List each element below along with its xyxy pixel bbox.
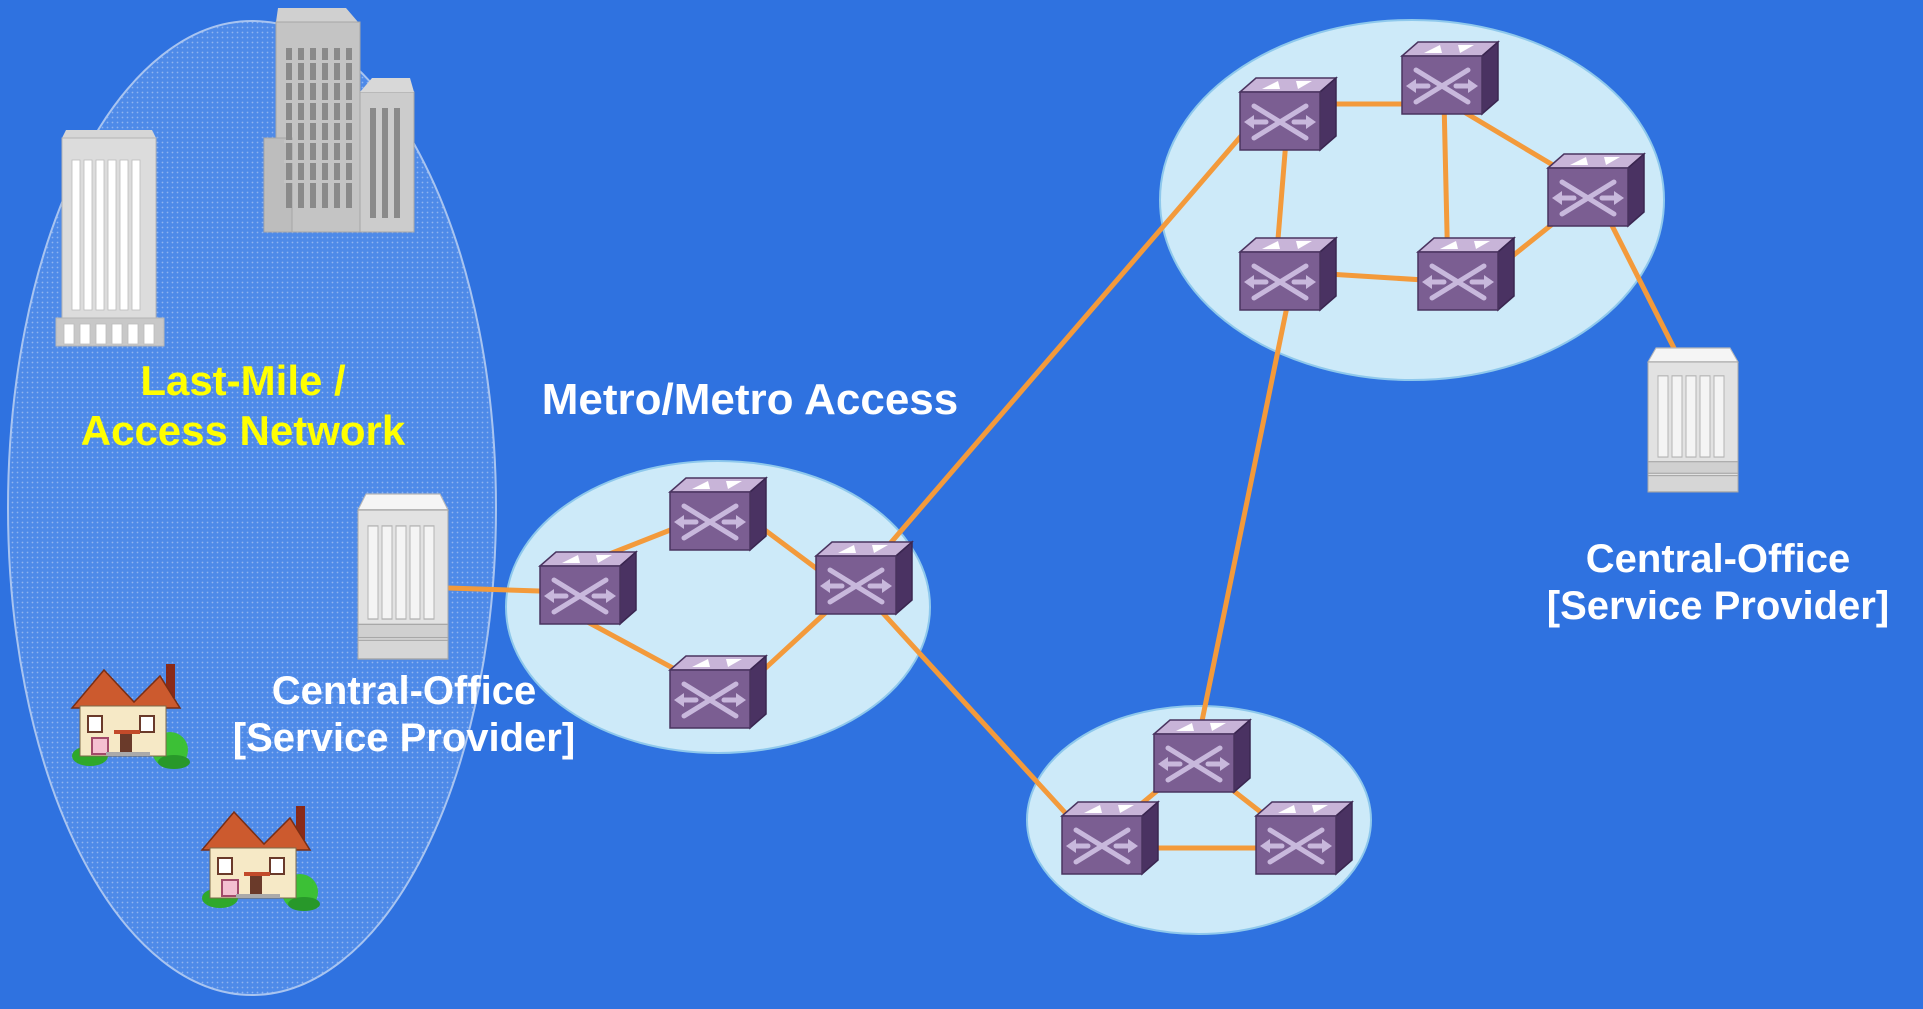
access-network-label: Last-Mile / Access Network	[40, 356, 446, 455]
access-label-line-2: Access Network	[80, 406, 406, 454]
co-left-line-2: [Service Provider]	[232, 716, 576, 761]
optical-switch-icon	[1418, 238, 1514, 310]
optical-switch-icon	[670, 656, 766, 728]
optical-switch-icon	[1240, 78, 1336, 150]
central-office-label-right: Central-Office [Service Provider]	[1520, 536, 1916, 630]
central-office-label-left: Central-Office [Service Provider]	[206, 668, 602, 762]
access-label-line-1: Last-Mile /	[140, 357, 346, 404]
optical-switch-icon	[816, 542, 912, 614]
optical-switch-icon	[540, 552, 636, 624]
central-office-rack-icon	[1647, 347, 1739, 493]
optical-switch-icon	[1548, 154, 1644, 226]
co-right-line-1: Central-Office	[1585, 537, 1851, 581]
optical-switch-icon	[1154, 720, 1250, 792]
optical-switch-icon	[1240, 238, 1336, 310]
optical-switch-icon	[1256, 802, 1352, 874]
office-building-icon	[263, 8, 415, 233]
optical-switch-icon	[1062, 802, 1158, 874]
office-building-icon	[55, 130, 165, 347]
metro-access-label: Metro/Metro Access	[541, 375, 959, 424]
co-right-line-2: [Service Provider]	[1546, 584, 1890, 629]
co-left-line-1: Central-Office	[271, 669, 537, 713]
metro-access-ring	[505, 460, 931, 754]
optical-switch-icon	[670, 478, 766, 550]
central-office-rack-icon	[357, 493, 449, 660]
regional-ring-bottom	[1026, 705, 1372, 935]
optical-switch-icon	[1402, 42, 1498, 114]
